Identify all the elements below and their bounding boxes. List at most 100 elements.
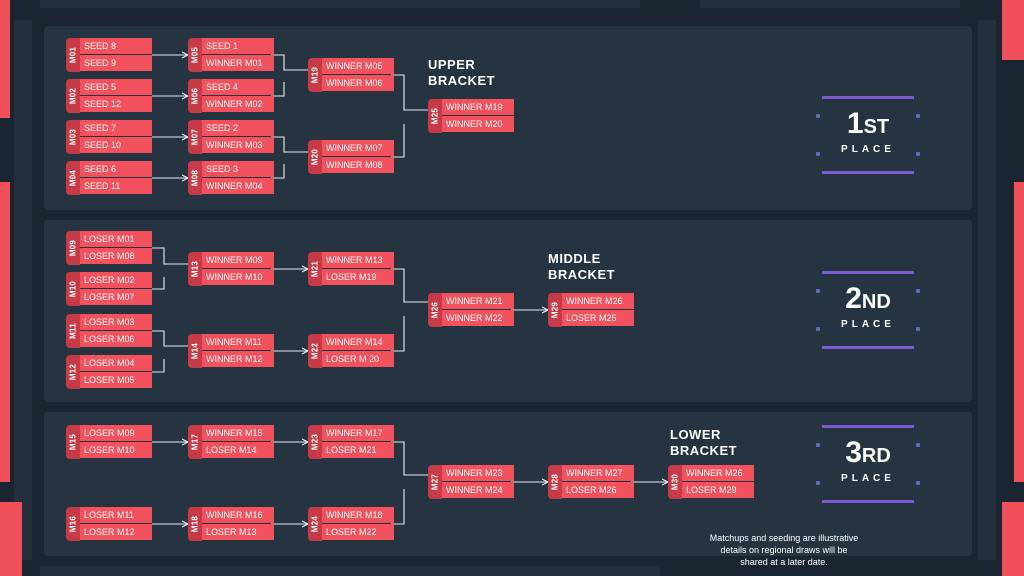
slot-top[interactable]: SEED 3: [202, 161, 274, 177]
slot-top[interactable]: WINNER M13: [322, 252, 394, 268]
match-m15[interactable]: M15 LOSER M09 LOSER M10: [66, 425, 152, 459]
match-m03[interactable]: M03 SEED 7 SEED 10: [66, 120, 152, 154]
match-m13[interactable]: M13 WINNER M09 WINNER M10: [188, 252, 274, 286]
slot-bottom[interactable]: SEED 9: [80, 55, 152, 71]
match-id-tab: M10: [66, 272, 80, 306]
slot-bottom[interactable]: LOSER M06: [80, 331, 152, 347]
slot-top[interactable]: WINNER M15: [202, 425, 274, 441]
slot-bottom[interactable]: LOSER M22: [322, 524, 394, 540]
badge-top-line: [822, 96, 914, 99]
slot-bottom[interactable]: SEED 11: [80, 178, 152, 194]
match-m30[interactable]: M30 WINNER M26 LOSER M29: [668, 465, 754, 499]
slot-bottom[interactable]: LOSER M19: [322, 269, 394, 285]
match-m27[interactable]: M27 WINNER M23 WINNER M24: [428, 465, 514, 499]
slot-bottom[interactable]: LOSER M13: [202, 524, 274, 540]
slot-top[interactable]: WINNER M27: [562, 465, 634, 481]
match-m20[interactable]: M20 WINNER M07 WINNER M08: [308, 140, 394, 174]
slot-top[interactable]: SEED 7: [80, 120, 152, 136]
slot-bottom[interactable]: WINNER M02: [202, 96, 274, 112]
slot-top[interactable]: WINNER M05: [322, 58, 394, 74]
slot-top[interactable]: LOSER M03: [80, 314, 152, 330]
slot-top[interactable]: SEED 2: [202, 120, 274, 136]
accent-right-mid: [1014, 182, 1024, 482]
match-m14[interactable]: M14 WINNER M11 WINNER M12: [188, 334, 274, 368]
match-m19[interactable]: M19 WINNER M05 WINNER M06: [308, 58, 394, 92]
slot-bottom[interactable]: WINNER M22: [442, 310, 514, 326]
match-m18[interactable]: M18 WINNER M16 LOSER M13: [188, 507, 274, 541]
match-m12[interactable]: M12 LOSER M04 LOSER M05: [66, 355, 152, 389]
slot-bottom[interactable]: LOSER M14: [202, 442, 274, 458]
slot-top[interactable]: WINNER M19: [442, 99, 514, 115]
footnote-line: shared at a later date.: [740, 557, 828, 567]
slot-bottom[interactable]: LOSER M12: [80, 524, 152, 540]
slot-bottom[interactable]: WINNER M12: [202, 351, 274, 367]
label-line: UPPER: [428, 57, 476, 72]
match-m11[interactable]: M11 LOSER M03 LOSER M06: [66, 314, 152, 348]
slot-top[interactable]: LOSER M02: [80, 272, 152, 288]
slot-bottom[interactable]: WINNER M03: [202, 137, 274, 153]
match-m10[interactable]: M10 LOSER M02 LOSER M07: [66, 272, 152, 306]
match-m24[interactable]: M24 WINNER M18 LOSER M22: [308, 507, 394, 541]
slot-bottom[interactable]: LOSER M10: [80, 442, 152, 458]
frame-top-right-bar: [700, 0, 960, 8]
slot-top[interactable]: SEED 1: [202, 38, 274, 54]
slot-bottom[interactable]: SEED 10: [80, 137, 152, 153]
slot-bottom[interactable]: WINNER M20: [442, 116, 514, 132]
slot-top[interactable]: WINNER M16: [202, 507, 274, 523]
slot-bottom[interactable]: WINNER M06: [322, 75, 394, 91]
slot-bottom[interactable]: LOSER M 20: [322, 351, 394, 367]
match-m22[interactable]: M22 WINNER M14 LOSER M 20: [308, 334, 394, 368]
slot-top[interactable]: SEED 8: [80, 38, 152, 54]
slot-top[interactable]: WINNER M26: [682, 465, 754, 481]
match-m28[interactable]: M28 WINNER M27 LOSER M26: [548, 465, 634, 499]
match-m26[interactable]: M26 WINNER M21 WINNER M22: [428, 293, 514, 327]
slot-bottom[interactable]: LOSER M21: [322, 442, 394, 458]
match-m06[interactable]: M06 SEED 4 WINNER M02: [188, 79, 274, 113]
match-m05[interactable]: M05 SEED 1 WINNER M01: [188, 38, 274, 72]
match-m25[interactable]: M25 WINNER M19 WINNER M20: [428, 99, 514, 133]
match-m08[interactable]: M08 SEED 3 WINNER M04: [188, 161, 274, 195]
slot-bottom[interactable]: WINNER M08: [322, 157, 394, 173]
match-m21[interactable]: M21 WINNER M13 LOSER M19: [308, 252, 394, 286]
slot-top[interactable]: LOSER M11: [80, 507, 152, 523]
slot-top[interactable]: WINNER M09: [202, 252, 274, 268]
slot-top[interactable]: SEED 6: [80, 161, 152, 177]
slot-top[interactable]: LOSER M01: [80, 231, 152, 247]
slot-bottom[interactable]: LOSER M26: [562, 482, 634, 498]
match-m09[interactable]: M09 LOSER M01 LOSER M08: [66, 231, 152, 265]
slot-top[interactable]: WINNER M14: [322, 334, 394, 350]
match-m17[interactable]: M17 WINNER M15 LOSER M14: [188, 425, 274, 459]
match-m02[interactable]: M02 SEED 5 SEED 12: [66, 79, 152, 113]
match-m04[interactable]: M04 SEED 6 SEED 11: [66, 161, 152, 195]
slot-top[interactable]: WINNER M23: [442, 465, 514, 481]
slot-top[interactable]: LOSER M09: [80, 425, 152, 441]
slot-top[interactable]: WINNER M07: [322, 140, 394, 156]
match-m16[interactable]: M16 LOSER M11 LOSER M12: [66, 507, 152, 541]
slot-bottom[interactable]: LOSER M08: [80, 248, 152, 264]
slot-bottom[interactable]: LOSER M25: [562, 310, 634, 326]
badge-dot: [816, 443, 820, 447]
slot-top[interactable]: WINNER M11: [202, 334, 274, 350]
match-m01[interactable]: M01 SEED 8 SEED 9: [66, 38, 152, 72]
slot-bottom[interactable]: WINNER M10: [202, 269, 274, 285]
match-m07[interactable]: M07 SEED 2 WINNER M03: [188, 120, 274, 154]
slot-bottom[interactable]: LOSER M29: [682, 482, 754, 498]
slot-bottom[interactable]: WINNER M24: [442, 482, 514, 498]
slot-top[interactable]: WINNER M18: [322, 507, 394, 523]
slot-top[interactable]: SEED 4: [202, 79, 274, 95]
slot-bottom[interactable]: LOSER M07: [80, 289, 152, 305]
slot-bottom[interactable]: LOSER M05: [80, 372, 152, 388]
slot-top[interactable]: SEED 5: [80, 79, 152, 95]
slot-top[interactable]: WINNER M17: [322, 425, 394, 441]
match-m29[interactable]: M29 WINNER M26 LOSER M25: [548, 293, 634, 327]
slot-bottom[interactable]: WINNER M01: [202, 55, 274, 71]
label-line: BRACKET: [548, 267, 616, 282]
slot-bottom[interactable]: WINNER M04: [202, 178, 274, 194]
match-id-tab: M04: [66, 161, 80, 195]
match-m23[interactable]: M23 WINNER M17 LOSER M21: [308, 425, 394, 459]
match-id-tab: M19: [308, 58, 322, 92]
slot-bottom[interactable]: SEED 12: [80, 96, 152, 112]
slot-top[interactable]: WINNER M21: [442, 293, 514, 309]
slot-top[interactable]: WINNER M26: [562, 293, 634, 309]
slot-top[interactable]: LOSER M04: [80, 355, 152, 371]
